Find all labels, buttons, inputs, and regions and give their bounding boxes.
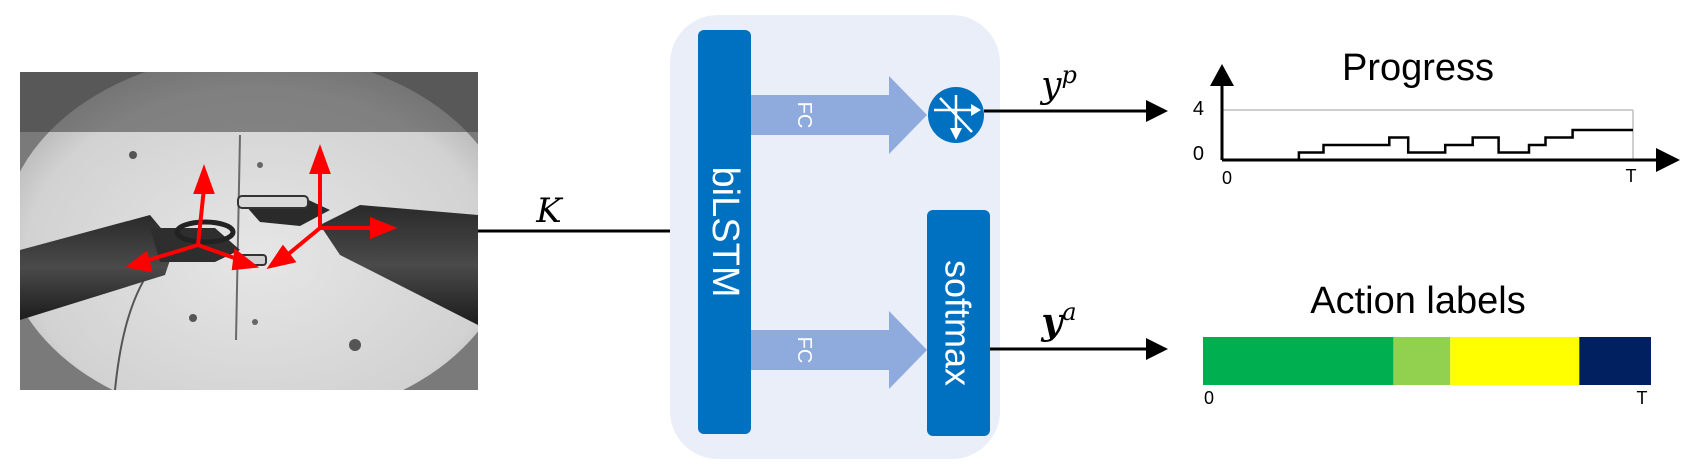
progress-y-arrowhead bbox=[1210, 64, 1234, 86]
kinematics-label: K bbox=[535, 191, 564, 231]
softmax-label: softmax bbox=[938, 260, 979, 386]
fc-arrow-top: FC bbox=[751, 76, 927, 154]
action-segment-3 bbox=[1450, 337, 1580, 385]
fc-label-bottom: FC bbox=[793, 337, 815, 364]
right-instrument-tip bbox=[237, 195, 309, 209]
right-instrument-shaft bbox=[320, 205, 478, 325]
progress-y-tick-bottom: 0 bbox=[1193, 143, 1204, 165]
progress-step-series bbox=[1222, 128, 1633, 162]
fc-label-top: FC bbox=[793, 102, 815, 129]
progress-x-end-label: T bbox=[1626, 166, 1637, 186]
action-labels-title: Action labels bbox=[1310, 280, 1525, 322]
action-x-end-label: T bbox=[1637, 388, 1648, 408]
fc-arrow-bottom: FC bbox=[751, 311, 927, 389]
softmax-block bbox=[927, 210, 990, 436]
surgical-video-frame bbox=[20, 72, 478, 390]
right-tool-pose-axes bbox=[266, 144, 398, 270]
action-segment-1 bbox=[1203, 337, 1394, 385]
speck bbox=[189, 314, 197, 322]
progress-output-symbol: yp bbox=[1039, 61, 1077, 106]
speck bbox=[349, 339, 361, 351]
left-tool-pose-axes bbox=[125, 164, 260, 273]
left-instrument-shaft bbox=[20, 215, 175, 320]
action-output-arrowhead bbox=[1146, 338, 1168, 360]
action-segment-2 bbox=[1393, 337, 1451, 385]
progress-y-tick-top: 4 bbox=[1193, 98, 1204, 120]
bypass-activation-icon bbox=[928, 87, 984, 143]
progress-chart: 4 0 0 T bbox=[1193, 64, 1680, 188]
action-x-start-label: 0 bbox=[1204, 388, 1214, 408]
action-segment-4 bbox=[1579, 337, 1651, 385]
action-output-symbol: ya bbox=[1040, 298, 1076, 343]
progress-output-arrowhead bbox=[1146, 100, 1168, 122]
suture-line bbox=[235, 134, 241, 341]
bilstm-label: biLSTM bbox=[704, 167, 746, 298]
progress-x-start-label: 0 bbox=[1222, 168, 1232, 188]
bilstm-block bbox=[698, 30, 751, 434]
frame-top-shadow bbox=[20, 72, 478, 132]
speck bbox=[129, 151, 137, 159]
speck bbox=[257, 162, 263, 168]
speck bbox=[252, 319, 258, 325]
progress-title: Progress bbox=[1342, 47, 1494, 89]
needle-loop bbox=[174, 219, 236, 245]
action-label-bar bbox=[1203, 337, 1651, 385]
progress-x-arrowhead bbox=[1656, 148, 1680, 172]
